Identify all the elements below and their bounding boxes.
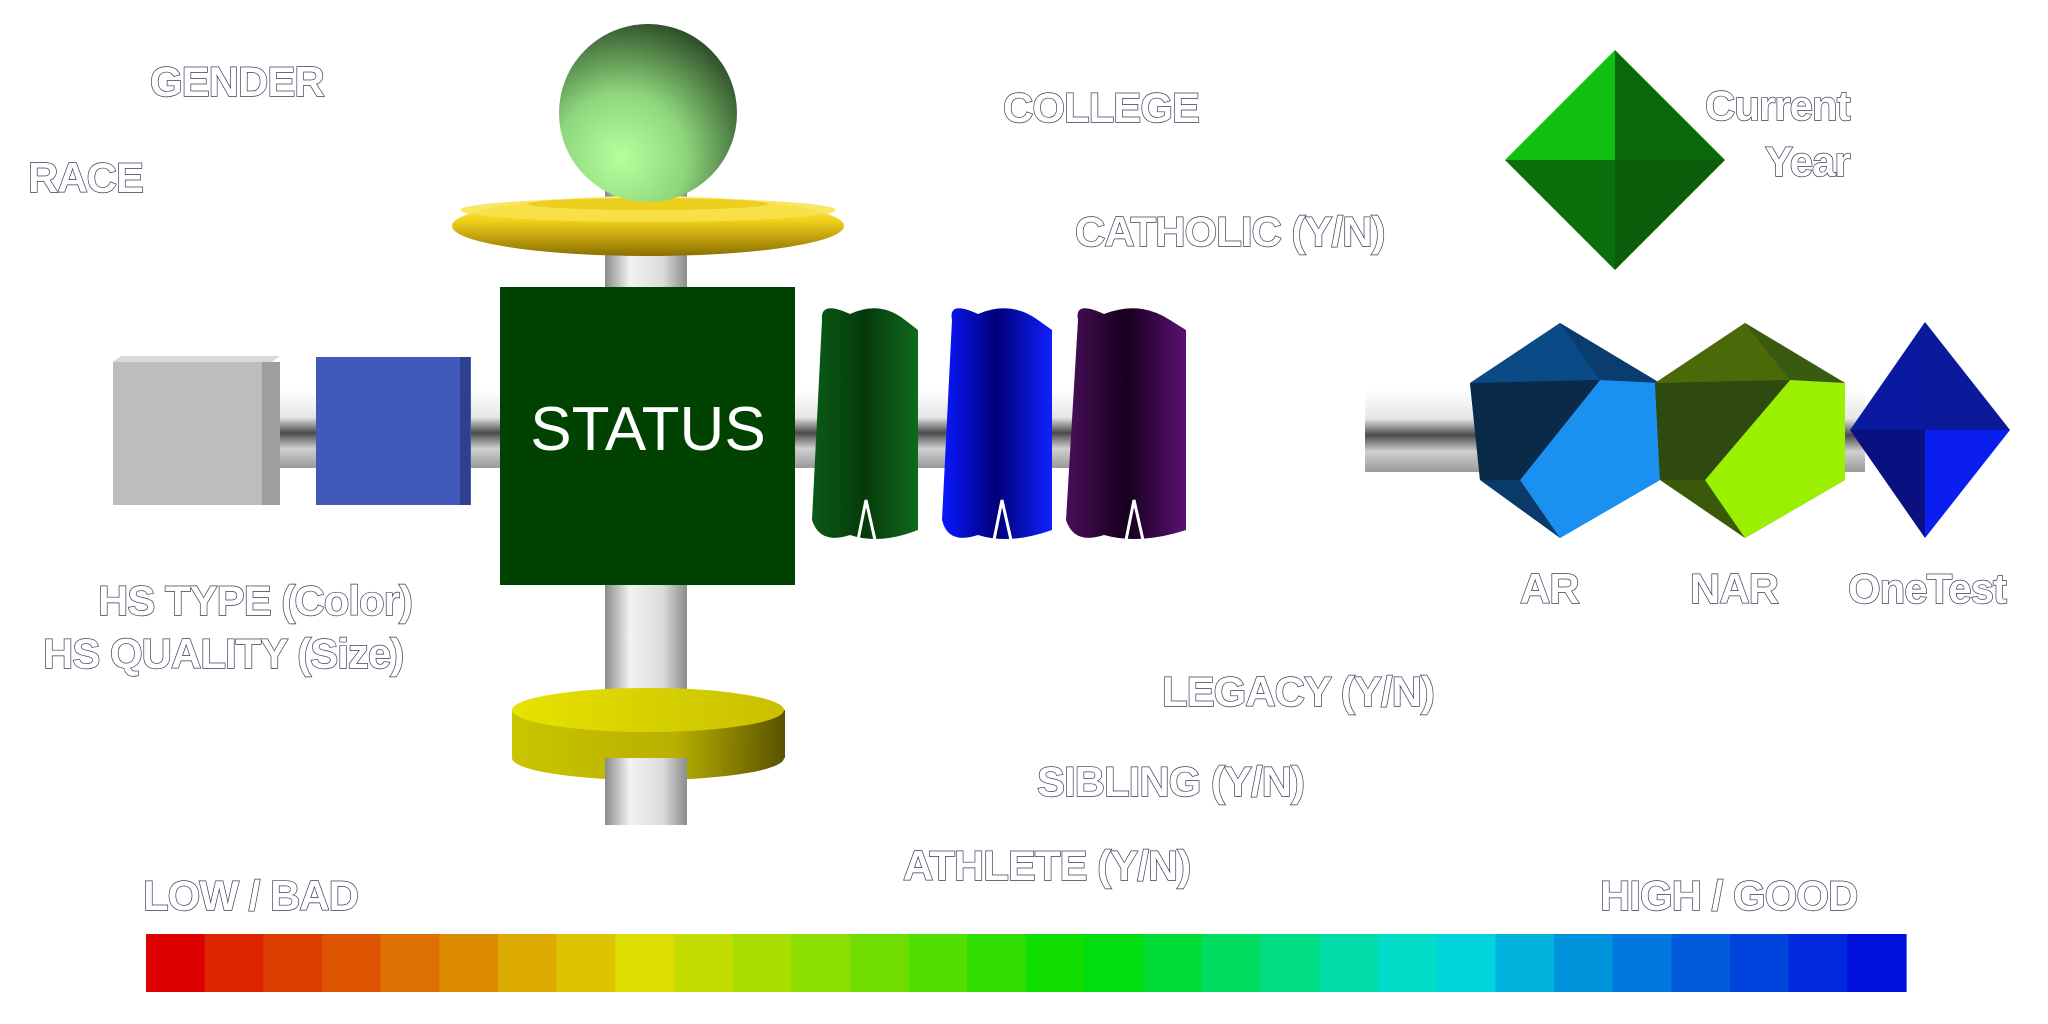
scale-swatch: [1084, 934, 1144, 992]
ar-label: AR: [1520, 565, 1579, 612]
scale-swatch: [146, 934, 206, 992]
hs-type-gray-block: [113, 356, 280, 505]
nar-label: NAR: [1690, 565, 1779, 612]
sibling-disc: [512, 688, 785, 780]
scale-swatch: [263, 934, 323, 992]
scale-swatch: [1378, 934, 1438, 992]
scale-swatch: [1730, 934, 1790, 992]
scale-swatch: [850, 934, 910, 992]
scale-swatch: [556, 934, 616, 992]
scale-swatch: [615, 934, 675, 992]
vertical-rod-lower: [605, 758, 687, 824]
ring-blue: [942, 308, 1052, 541]
current-year-octahedron: [1505, 50, 1725, 270]
scale-swatch: [322, 934, 382, 992]
scale-swatch: [967, 934, 1027, 992]
ar-icosahedron: [1470, 323, 1660, 538]
scale-swatch: [1436, 934, 1496, 992]
high-good-label: HIGH / GOOD: [1600, 872, 1857, 919]
scale-swatch: [1143, 934, 1203, 992]
scale-swatch: [791, 934, 851, 992]
scale-swatch: [1847, 934, 1907, 992]
catholic-label: CATHOLIC (Y/N): [1075, 208, 1385, 255]
scale-swatch: [204, 934, 264, 992]
race-label: RACE: [28, 154, 143, 201]
current-year-label-line2: Year: [1765, 138, 1850, 185]
scale-swatch: [1260, 934, 1320, 992]
color-scale-bar: [146, 934, 1907, 992]
onetest-octahedron: [1850, 322, 2010, 538]
legacy-label: LEGACY (Y/N): [1162, 668, 1434, 715]
hs-type-label: HS TYPE (Color): [98, 577, 412, 624]
onetest-label: OneTest: [1848, 565, 2007, 612]
scale-swatch: [732, 934, 792, 992]
college-label: COLLEGE: [1003, 84, 1199, 131]
scale-swatch: [1202, 934, 1262, 992]
scale-swatch: [908, 934, 968, 992]
scale-swatch: [1612, 934, 1672, 992]
scale-swatch: [1554, 934, 1614, 992]
sibling-label: SIBLING (Y/N): [1037, 758, 1304, 805]
scale-swatch: [1495, 934, 1555, 992]
hs-quality-label: HS QUALITY (Size): [43, 630, 403, 677]
scale-swatch: [1026, 934, 1086, 992]
low-bad-label: LOW / BAD: [143, 872, 358, 919]
scale-swatch: [1788, 934, 1848, 992]
scale-swatch: [674, 934, 734, 992]
current-year-label-line1: Current: [1705, 82, 1851, 129]
race-ring: [452, 196, 844, 256]
scale-swatch: [439, 934, 499, 992]
status-block: [500, 287, 795, 585]
athlete-label: ATHLETE (Y/N): [903, 842, 1190, 889]
scale-swatch: [1319, 934, 1379, 992]
scale-swatch: [1671, 934, 1731, 992]
ring-purple: [1066, 308, 1186, 541]
scale-swatch: [380, 934, 440, 992]
hs-quality-blue-block: [316, 357, 471, 505]
gender-label: GENDER: [150, 58, 324, 105]
gender-sphere: [559, 24, 737, 202]
ring-green: [812, 308, 918, 541]
scale-swatch: [498, 934, 558, 992]
nar-icosahedron: [1655, 323, 1845, 538]
status-label: STATUS: [530, 395, 765, 464]
